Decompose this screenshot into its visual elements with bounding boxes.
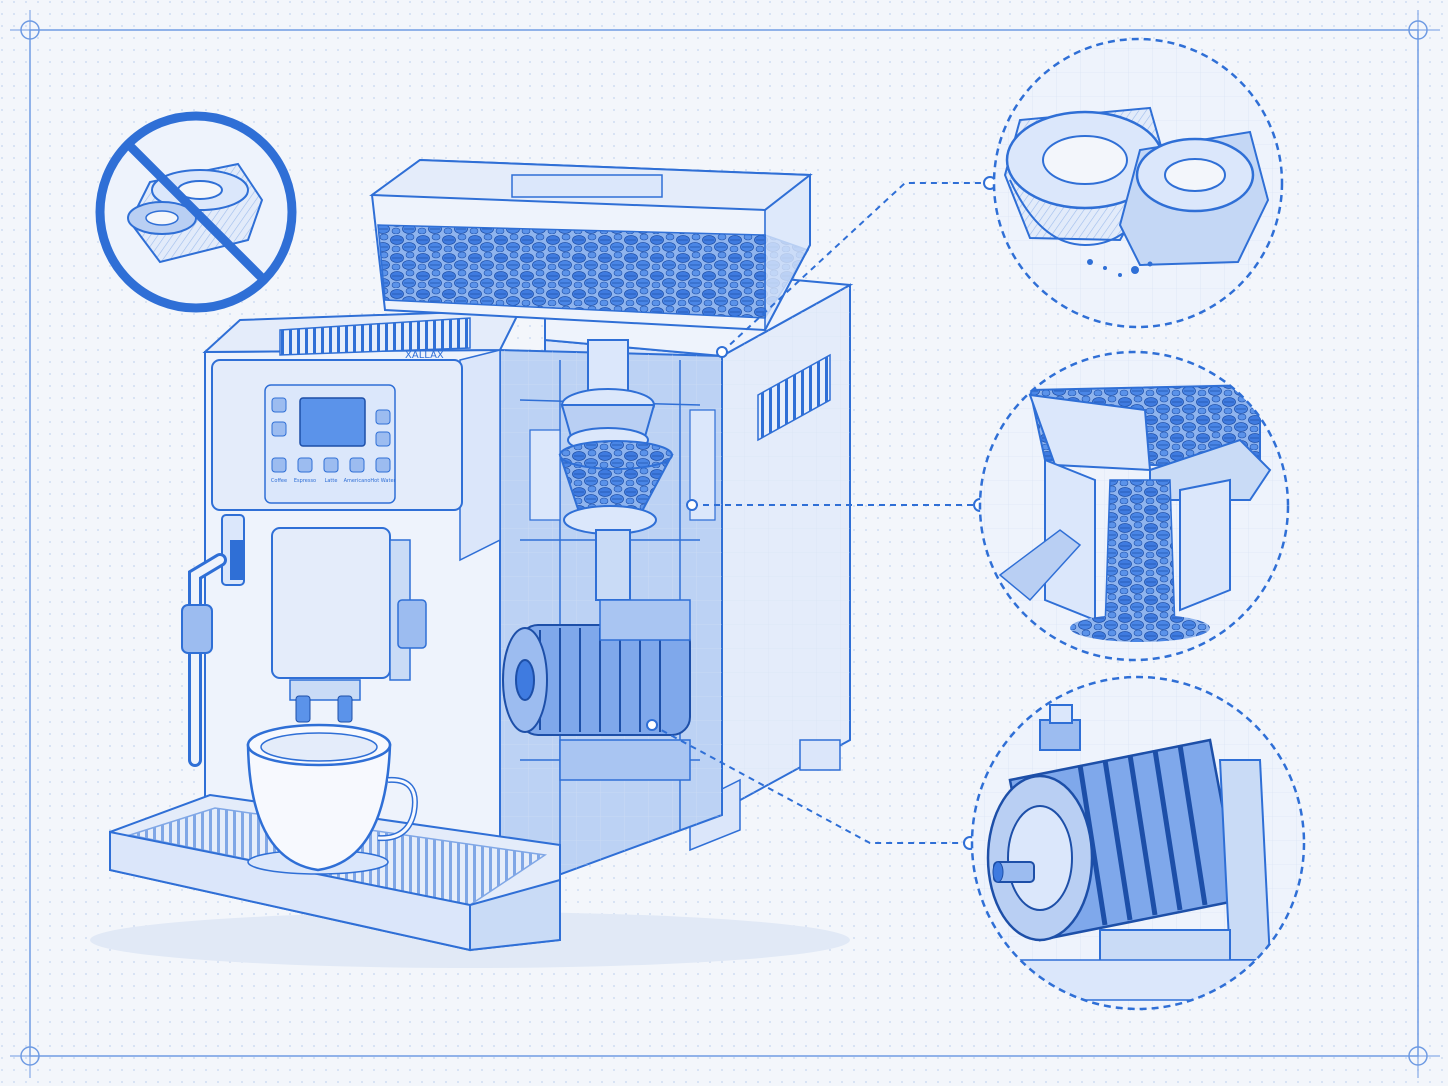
drink-button-3[interactable]: Americano	[344, 457, 371, 484]
display-screen	[299, 397, 366, 447]
top-vent-grille: XALLAX	[279, 317, 471, 361]
falling-beans	[1104, 479, 1176, 631]
grille-mark: XALLAX	[405, 350, 444, 361]
cutaway-interior	[499, 339, 723, 882]
coffee-spout	[271, 527, 427, 723]
burr-grinder-detail	[992, 37, 1284, 329]
drink-button-label: Hot Water	[370, 478, 396, 484]
drink-button-key[interactable]	[297, 457, 313, 473]
drink-button-key[interactable]	[271, 457, 287, 473]
coffee-cup	[246, 723, 418, 875]
drink-button-label: Espresso	[294, 478, 316, 484]
drink-button-0[interactable]: Coffee	[271, 457, 287, 484]
blueprint-frame	[10, 10, 1440, 1078]
bean-chute-detail	[978, 350, 1290, 662]
left-control-buttons[interactable]	[271, 397, 287, 437]
drink-button-label: Latte	[325, 478, 338, 484]
drink-button-label: Americano	[344, 478, 371, 484]
right-control-buttons[interactable]	[375, 409, 391, 447]
steam-wand	[181, 514, 245, 767]
drink-button-key[interactable]	[375, 457, 391, 473]
grinder-motor	[502, 599, 691, 781]
bean-hopper	[369, 158, 813, 332]
drink-button-2[interactable]: Latte	[323, 457, 339, 484]
drink-button-4[interactable]: Hot Water	[370, 457, 397, 484]
drink-button-key[interactable]	[349, 457, 365, 473]
drink-button-label: Coffee	[271, 478, 287, 484]
callout-leaders	[651, 182, 990, 844]
drink-button-1[interactable]: Espresso	[294, 457, 316, 484]
grinder-motor-detail	[970, 675, 1306, 1011]
drink-button-key[interactable]	[323, 457, 339, 473]
no-burr-grinder-icon	[95, 111, 297, 313]
side-vent	[757, 353, 831, 442]
